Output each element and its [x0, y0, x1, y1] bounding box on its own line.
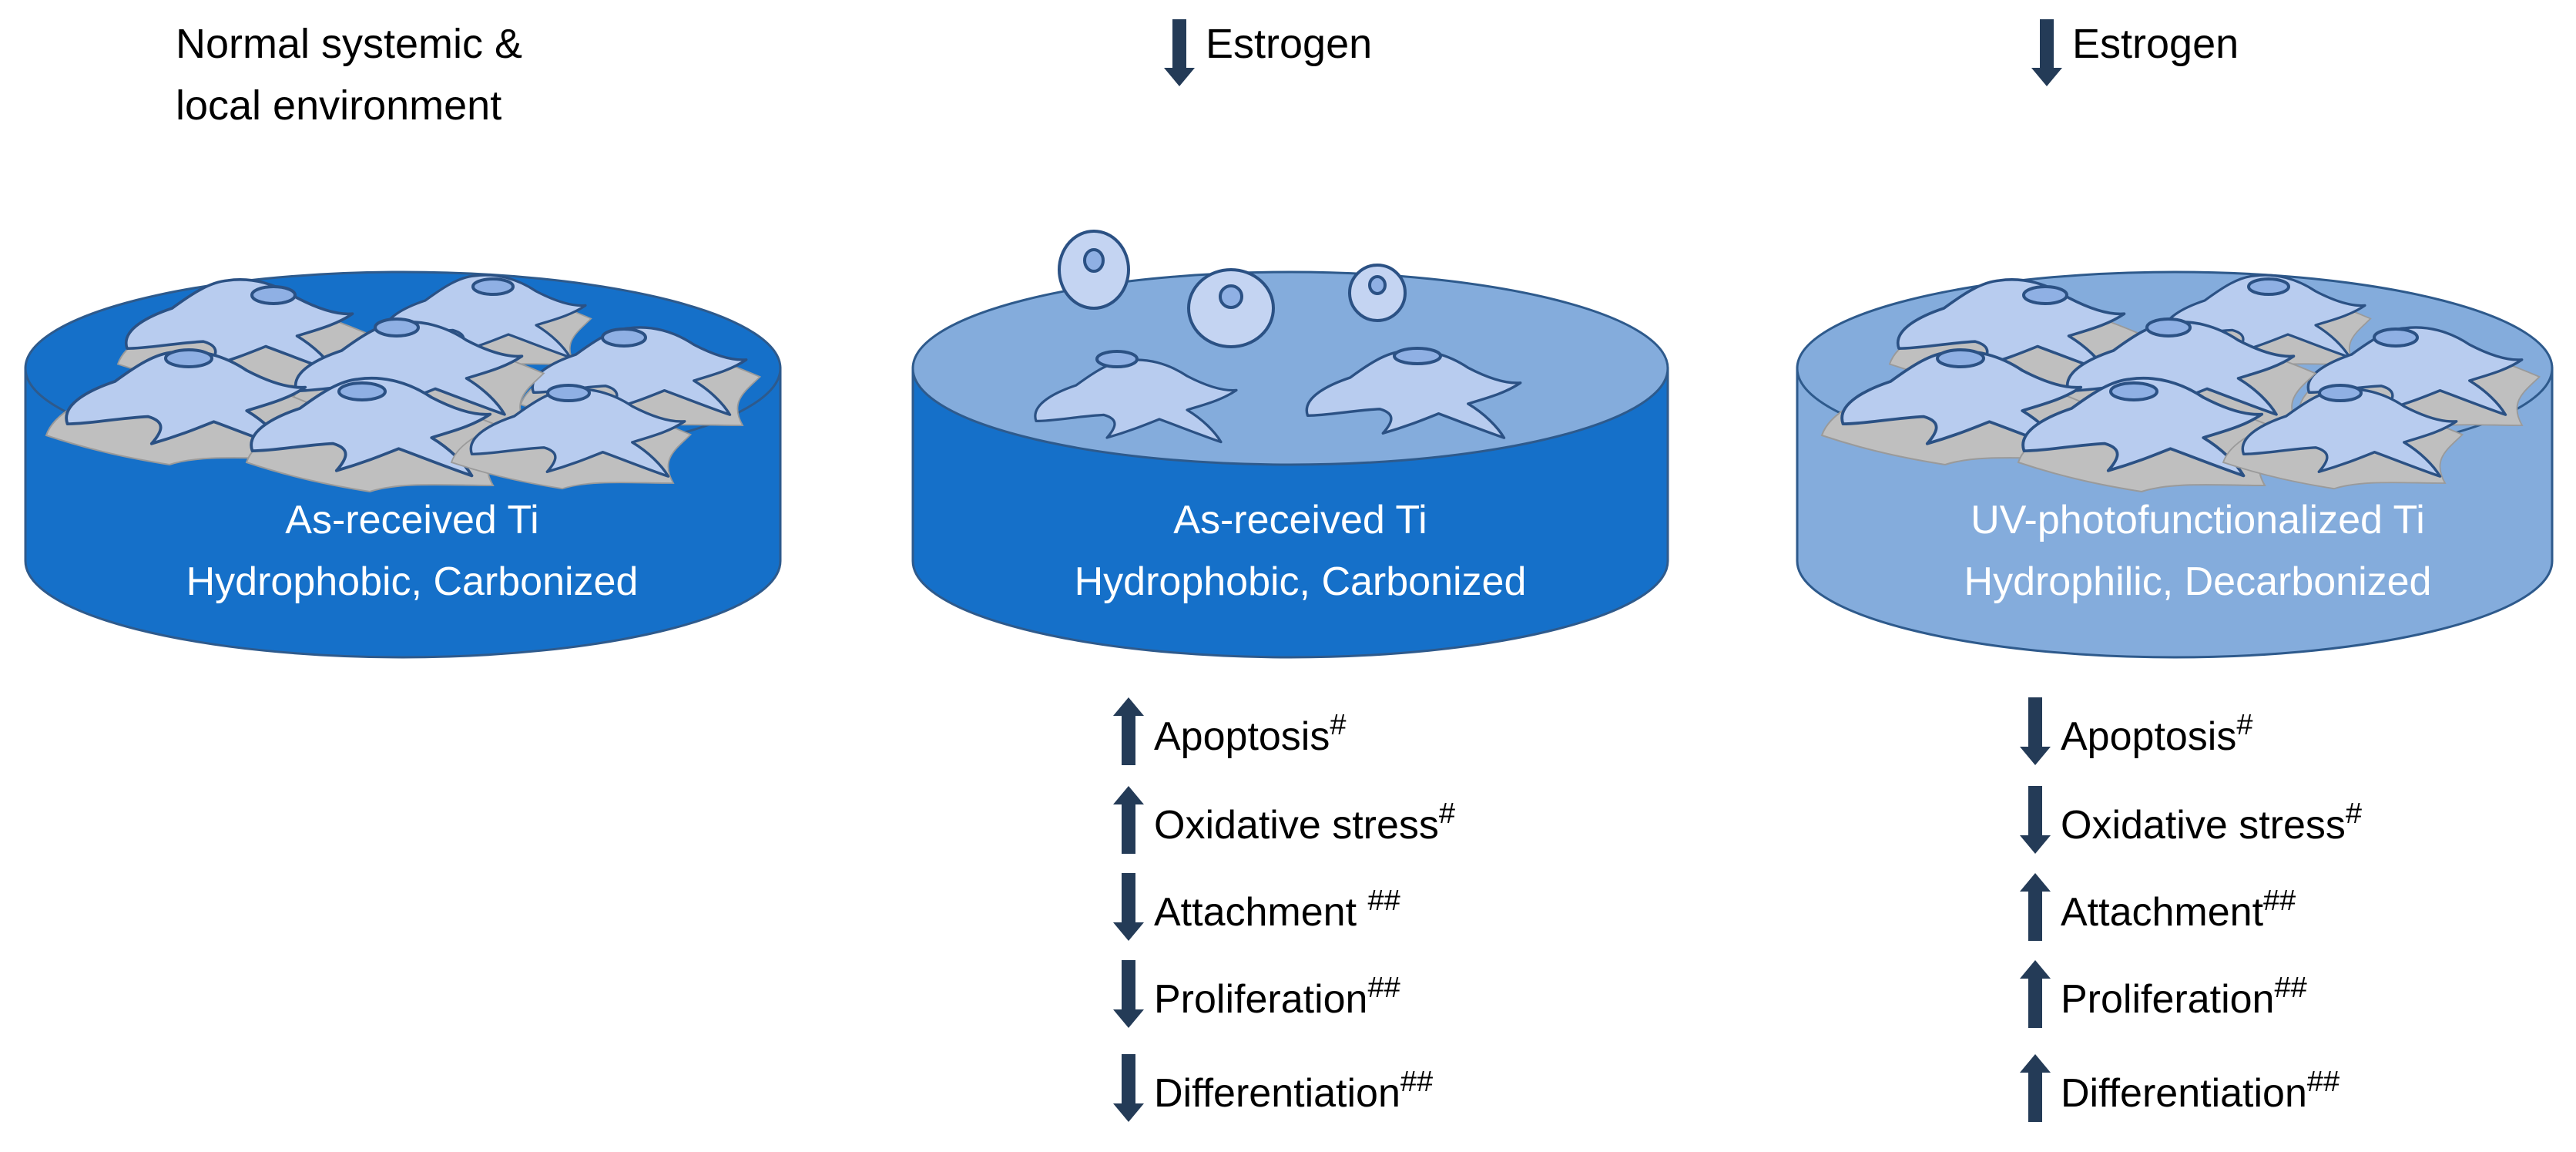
up-arrow-icon [1113, 697, 1144, 765]
disk-label-line-1: UV-photofunctionalized Ti [1971, 498, 2425, 542]
down-arrow-icon [2020, 786, 2051, 854]
significance-marker: ## [1367, 972, 1400, 1004]
effects-list: Apoptosis# Oxidative stress# Attachment ##… [1113, 697, 1455, 1122]
up-arrow-icon [2020, 873, 2051, 941]
up-arrow-icon [2020, 960, 2051, 1028]
significance-marker: # [1439, 798, 1455, 830]
cell-nucleus [374, 317, 420, 338]
cell-nucleus [2318, 384, 2363, 402]
significance-marker: ## [2274, 972, 2306, 1004]
estrogen-label: Estrogen [2072, 21, 2239, 67]
up-arrow-icon [2020, 1054, 2051, 1122]
panel-estrogen-as-received: Estrogen As-received Ti Hydrophobic, Car… [911, 19, 1669, 1122]
cell-layer [45, 274, 761, 492]
effect-label: Differentiation## [1154, 1066, 1433, 1116]
effect-label: Apoptosis# [1154, 709, 1347, 759]
effect-label: Differentiation## [2061, 1066, 2340, 1116]
effect-label: Proliferation## [1154, 972, 1400, 1022]
up-arrow-icon [1113, 786, 1144, 854]
effect-row: Attachment ## [1113, 873, 1400, 941]
effect-label: Attachment ## [1154, 885, 1400, 935]
significance-marker: # [2346, 798, 2362, 830]
panel-estrogen-uv: Estrogen [1796, 19, 2554, 1122]
significance-marker: ## [1367, 885, 1400, 917]
cell-layer [1034, 230, 1522, 444]
significance-marker: ## [2263, 885, 2296, 917]
cell-nucleus [2022, 285, 2068, 305]
disk-label-line-2: Hydrophobic, Carbonized [1075, 559, 1527, 604]
header-line-1: Normal systemic & [176, 21, 522, 67]
estrogen-indicator: Estrogen [2031, 19, 2239, 86]
effect-label: Apoptosis# [2061, 709, 2253, 759]
cell-nucleus [546, 384, 591, 402]
cell-nucleus [1368, 275, 1387, 295]
significance-marker: # [1330, 709, 1346, 741]
effect-label: Oxidative stress# [1154, 798, 1455, 848]
cell-layer [1821, 274, 2541, 492]
effect-row: Attachment## [2020, 873, 2296, 941]
significance-marker: ## [1400, 1066, 1433, 1098]
down-arrow-icon [1113, 873, 1144, 941]
effect-label: Proliferation## [2061, 972, 2307, 1022]
estrogen-indicator: Estrogen [1164, 19, 1372, 86]
cell-nucleus [1936, 348, 1985, 368]
disk-label-line-2: Hydrophobic, Carbonized [186, 559, 639, 604]
effect-row: Apoptosis# [1113, 697, 1347, 765]
effect-row: Differentiation## [2020, 1054, 2340, 1122]
effects-list: Apoptosis# Oxidative stress# Attachment## P… [2020, 697, 2362, 1122]
cell-nucleus [1219, 284, 1243, 309]
effect-row: Oxidative stress# [2020, 786, 2362, 854]
effect-row: Differentiation## [1113, 1054, 1433, 1122]
effect-label: Attachment## [2061, 885, 2296, 935]
disk-label-line-1: As-received Ti [285, 498, 538, 542]
down-arrow-icon [2031, 19, 2062, 86]
cell-nucleus [250, 285, 297, 305]
cell-nucleus [2247, 277, 2290, 296]
cell-nucleus [1083, 248, 1105, 273]
down-arrow-icon [1164, 19, 1195, 86]
down-arrow-icon [1113, 1054, 1144, 1122]
disk-label-line-2: Hydrophilic, Decarbonized [1964, 559, 2432, 604]
effect-row: Proliferation## [1113, 960, 1400, 1028]
cell-nucleus [337, 381, 387, 401]
effect-label: Oxidative stress# [2061, 798, 2362, 848]
header-line-2: local environment [176, 82, 501, 129]
disk-label-line-1: As-received Ti [1173, 498, 1427, 542]
significance-marker: # [2236, 709, 2252, 741]
panel-normal: Normal systemic & local environment [24, 21, 782, 659]
cell-nucleus [2373, 327, 2419, 348]
cell-nucleus [2109, 381, 2158, 401]
effect-row: Proliferation## [2020, 960, 2307, 1028]
down-arrow-icon [2020, 697, 2051, 765]
cell-nucleus [471, 277, 515, 296]
down-arrow-icon [1113, 960, 1144, 1028]
cell-nucleus [1393, 347, 1442, 365]
cell-nucleus [1095, 350, 1139, 368]
cell-nucleus [601, 327, 647, 348]
cell-nucleus [164, 348, 213, 368]
effect-row: Apoptosis# [2020, 697, 2253, 765]
significance-marker: ## [2307, 1066, 2340, 1098]
disk-top [911, 270, 1669, 466]
effect-row: Oxidative stress# [1113, 786, 1455, 854]
cell-nucleus [2145, 317, 2192, 338]
estrogen-label: Estrogen [1206, 21, 1372, 67]
